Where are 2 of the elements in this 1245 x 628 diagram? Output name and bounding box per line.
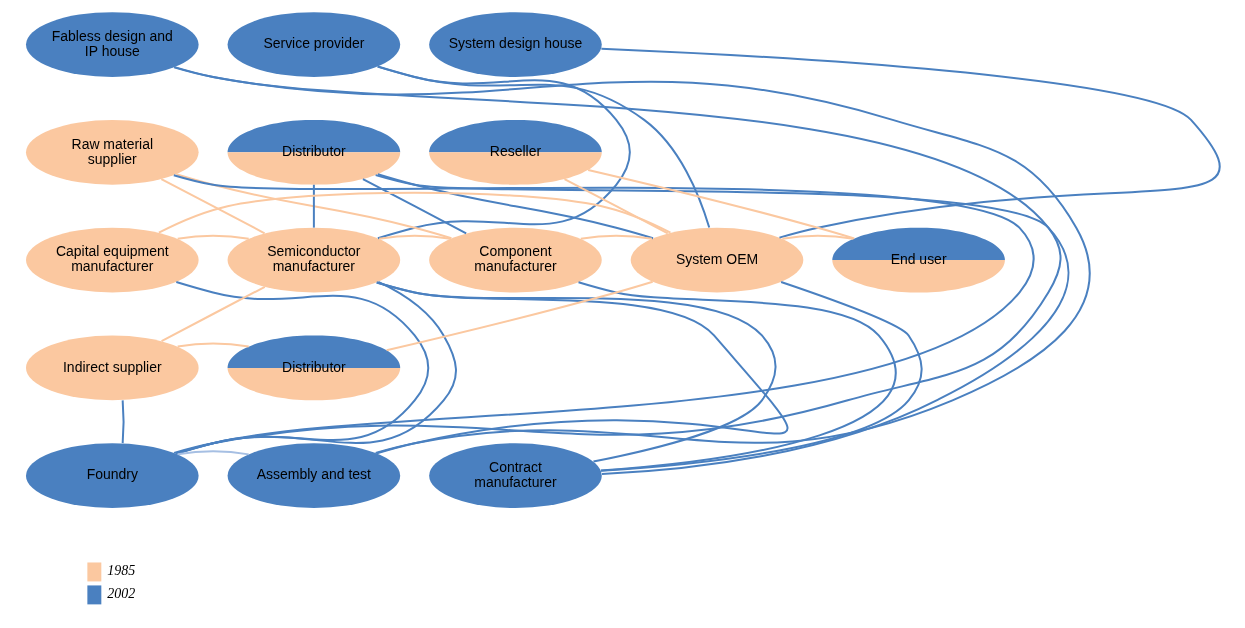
legend-label: 2002 (106, 585, 135, 601)
legend-label: 1985 (106, 562, 135, 578)
